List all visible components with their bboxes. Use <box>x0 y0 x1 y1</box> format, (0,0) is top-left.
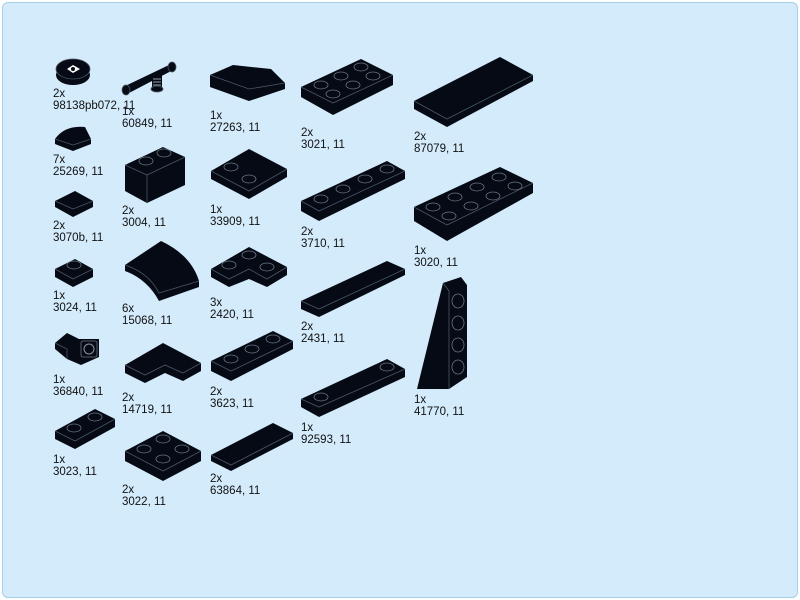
plate-1x2-icon <box>54 409 116 449</box>
corner-tile-icon <box>209 65 286 101</box>
part-id: 14719, 11 <box>122 404 173 416</box>
part-id: 92593, 11 <box>301 434 352 446</box>
round-tile-printed-icon <box>55 58 91 85</box>
part-id: 98138pb072, 11 <box>53 100 136 112</box>
part-qty: 2x <box>122 392 135 404</box>
part-id: 2420, 11 <box>210 309 254 321</box>
part-qty: 1x <box>414 245 427 257</box>
part-id: 15068, 11 <box>122 315 173 327</box>
plate-1x3-icon <box>210 331 294 381</box>
part-id: 27263, 11 <box>210 122 261 134</box>
part-id: 3021, 11 <box>301 139 345 151</box>
part-id: 3022, 11 <box>122 496 166 508</box>
part-qty: 2x <box>122 205 135 217</box>
corner-tile-l-icon <box>124 343 202 383</box>
part-qty: 7x <box>53 154 66 166</box>
plate-1x4-two-studs-icon <box>300 359 406 417</box>
part-id: 60849, 11 <box>122 118 173 130</box>
part-id: 3623, 11 <box>210 398 254 410</box>
part-qty: 2x <box>301 127 314 139</box>
part-qty: 1x <box>210 204 223 216</box>
part-id: 3710, 11 <box>301 238 345 250</box>
part-qty: 2x <box>53 220 66 232</box>
part-id: 3024, 11 <box>53 302 97 314</box>
part-qty: 2x <box>210 473 223 485</box>
part-id: 2431, 11 <box>301 333 345 345</box>
plate-2x3-icon <box>300 59 394 115</box>
quarter-round-tile-icon <box>54 126 92 151</box>
part-qty: 1x <box>53 374 66 386</box>
part-qty: 1x <box>301 422 314 434</box>
tile-1x1-icon <box>54 191 94 217</box>
tile-2x2-studs-icon <box>210 149 288 199</box>
part-qty: 2x <box>53 88 66 100</box>
wedge-plate-icon <box>417 277 467 389</box>
part-id: 3020, 11 <box>414 257 458 269</box>
part-qty: 3x <box>210 297 223 309</box>
plate-2x2-icon <box>124 431 202 481</box>
part-qty: 2x <box>414 131 427 143</box>
plate-1x1-icon <box>54 259 94 287</box>
tile-1x3-icon <box>210 423 294 471</box>
part-id: 3004, 11 <box>122 217 166 229</box>
part-qty: 1x <box>210 110 223 122</box>
part-qty: 2x <box>301 321 314 333</box>
part-qty: 1x <box>53 454 66 466</box>
plate-1x4-icon <box>300 161 406 221</box>
part-qty: 1x <box>414 394 427 406</box>
part-qty: 2x <box>122 484 135 496</box>
brick-1x2-icon <box>124 147 186 203</box>
part-id: 41770, 11 <box>414 406 465 418</box>
bracket-icon <box>54 333 99 365</box>
curved-slope-icon <box>124 241 200 301</box>
clip-bar-holder-icon <box>121 61 177 96</box>
tile-1x4-icon <box>300 261 406 317</box>
corner-plate-icon <box>210 247 288 287</box>
part-id: 25269, 11 <box>53 166 104 178</box>
part-id: 33909, 11 <box>210 216 261 228</box>
tile-2x4-icon <box>413 57 534 127</box>
part-id: 63864, 11 <box>210 485 261 497</box>
part-qty: 1x <box>122 106 135 118</box>
part-qty: 6x <box>122 303 135 315</box>
part-id: 36840, 11 <box>53 386 104 398</box>
plate-2x4-icon <box>413 167 534 241</box>
part-qty: 1x <box>53 290 66 302</box>
part-id: 3023, 11 <box>53 466 97 478</box>
part-id: 87079, 11 <box>414 143 465 155</box>
part-qty: 2x <box>210 386 223 398</box>
part-qty: 2x <box>301 226 314 238</box>
part-id: 3070b, 11 <box>53 232 104 244</box>
